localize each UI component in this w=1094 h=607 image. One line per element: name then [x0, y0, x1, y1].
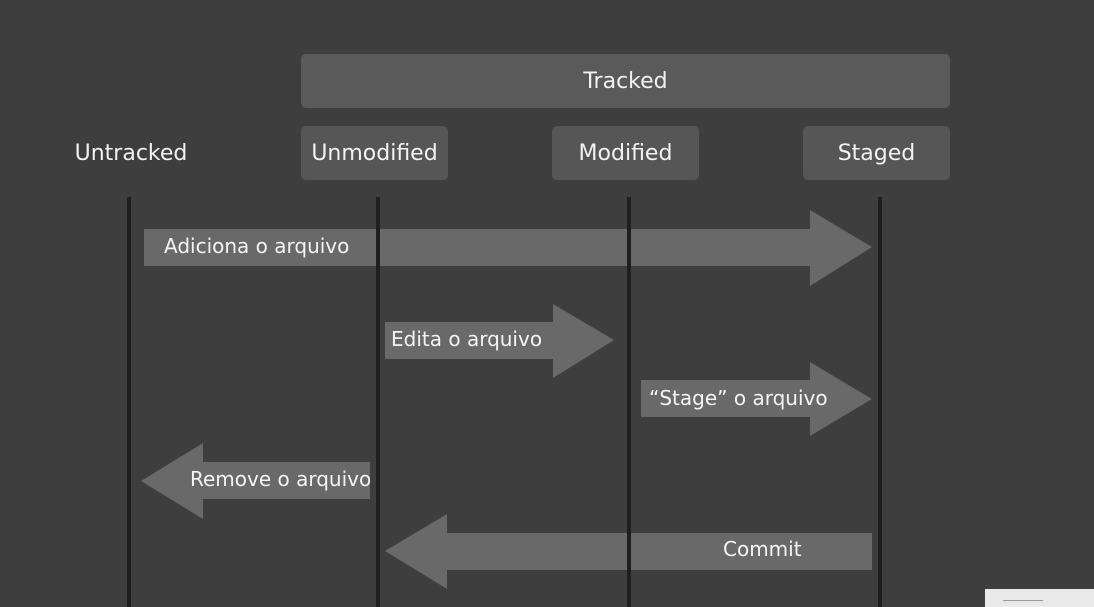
state-unmodified: Unmodified — [301, 126, 448, 180]
label-remove: Remove o arquivo — [190, 467, 372, 491]
lifeline-unmodified — [376, 197, 380, 607]
arrow-adiciona — [144, 210, 872, 286]
state-modified: Modified — [552, 126, 699, 180]
lifeline-modified — [627, 197, 631, 607]
state-staged-label: Staged — [837, 140, 916, 166]
lifeline-staged — [878, 197, 882, 607]
tracked-group-header: Tracked — [301, 54, 950, 108]
corner-thumbnail — [985, 589, 1094, 607]
label-adiciona: Adiciona o arquivo — [164, 234, 350, 258]
tracked-label: Tracked — [583, 68, 668, 94]
state-untracked: Untracked — [56, 126, 206, 180]
state-staged: Staged — [803, 126, 950, 180]
label-edita: Edita o arquivo — [391, 327, 543, 351]
lifeline-untracked — [127, 197, 131, 607]
state-untracked-label: Untracked — [74, 140, 188, 166]
arrow-stage — [641, 362, 872, 436]
state-modified-label: Modified — [578, 140, 673, 166]
arrow-edita — [385, 304, 614, 378]
arrow-remove — [141, 443, 370, 519]
state-unmodified-label: Unmodified — [311, 140, 438, 166]
label-commit: Commit — [723, 537, 802, 561]
label-stage: “Stage” o arquivo — [649, 386, 828, 410]
